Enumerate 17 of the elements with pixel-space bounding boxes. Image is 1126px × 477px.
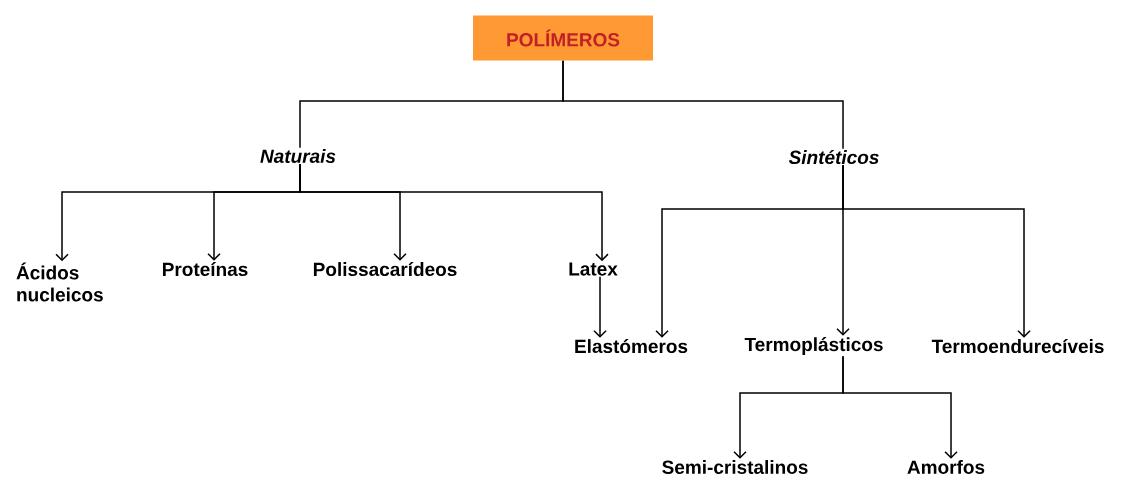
- category-label: Latex: [569, 262, 618, 276]
- category-label: Termoplásticos: [744, 337, 883, 355]
- category-label: Proteínas: [163, 261, 248, 277]
- arrow: [842, 164, 1031, 338]
- category-label: Elastómeros: [575, 338, 688, 354]
- arrow: [842, 355, 958, 459]
- category-label: Ácidos nucleicos: [16, 262, 103, 302]
- category-label: Amorfos: [907, 460, 985, 474]
- connector-line: [562, 59, 844, 150]
- category-label: Termoendurecíveis: [931, 338, 1104, 354]
- category-label: Sintéticos: [788, 149, 879, 165]
- category-box: POLÍMEROS: [473, 15, 653, 61]
- arrow: [593, 276, 607, 338]
- arrow: [299, 163, 609, 262]
- category-label: Polissacarídeos: [313, 261, 457, 277]
- category-label: Semi-cristalinos: [662, 460, 808, 474]
- category-label: Naturais: [260, 149, 336, 163]
